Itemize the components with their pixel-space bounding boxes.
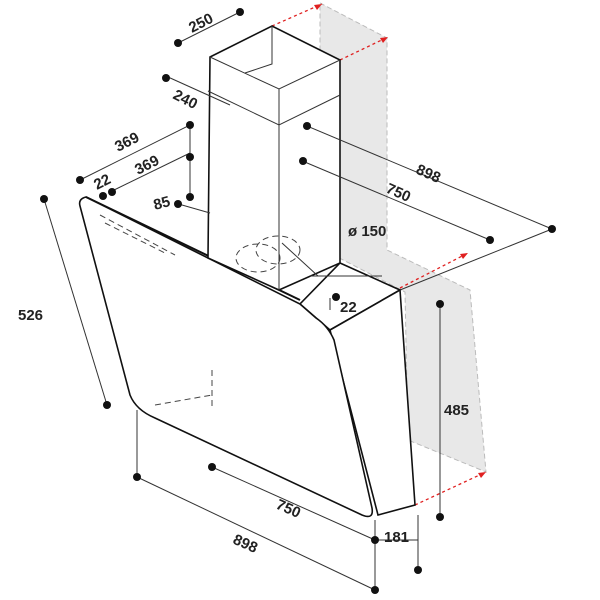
label-898-bottom: 898 — [230, 531, 260, 557]
label-chimney-width: 250 — [186, 10, 216, 37]
label-duct-diameter: ø 150 — [348, 223, 386, 240]
label-85: 85 — [152, 193, 173, 214]
label-22-top: 22 — [91, 171, 114, 194]
label-485: 485 — [444, 402, 469, 419]
label-181: 181 — [384, 529, 409, 546]
label-750-top: 750 — [383, 180, 413, 206]
dimension-lines — [43, 11, 553, 591]
label-750-bottom: 750 — [273, 496, 303, 522]
label-369-b: 369 — [132, 152, 162, 179]
label-898-top: 898 — [413, 161, 443, 187]
chimney — [207, 25, 341, 291]
dimension-points — [40, 8, 556, 594]
label-chimney-depth: 240 — [170, 86, 200, 113]
wall-distance-arrows — [271, 3, 487, 506]
label-526: 526 — [18, 307, 43, 324]
hood-body — [78, 196, 416, 518]
label-22-side: 22 — [340, 299, 357, 316]
